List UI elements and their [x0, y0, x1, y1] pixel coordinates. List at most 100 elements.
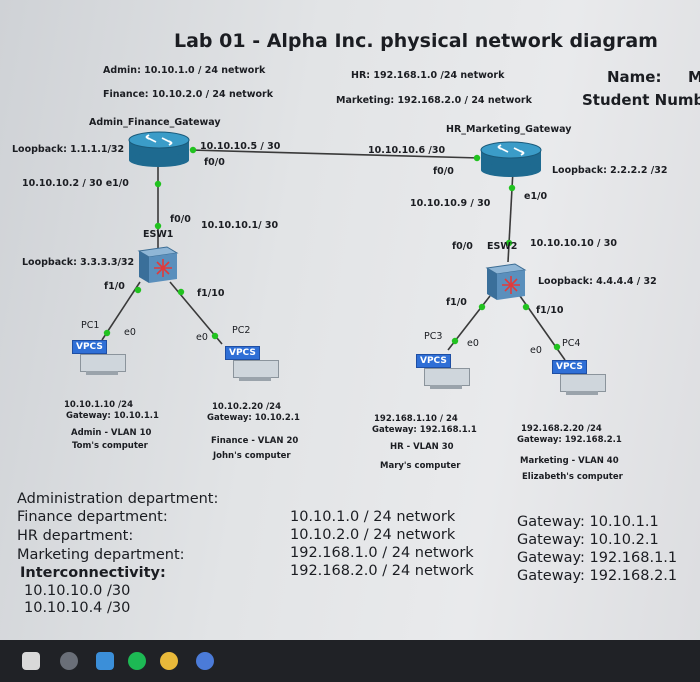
router1-e10: 10.10.10.2 / 30 e1/0 — [22, 178, 129, 189]
esw2-loopback: Loopback: 4.4.4.4 / 32 — [538, 276, 657, 287]
dot-r2-e10 — [508, 184, 516, 192]
dot-esw2-f110 — [522, 303, 530, 311]
router-icon-hr-marketing[interactable] — [480, 140, 542, 178]
esw1-name: ESW1 — [143, 229, 174, 240]
pc2-port: e0 — [196, 332, 208, 343]
dot-esw2-f10 — [478, 303, 486, 311]
pc2-name: PC2 — [232, 325, 251, 336]
pc2-ip: 10.10.2.20 /24 — [212, 402, 281, 412]
pc2-node[interactable]: VPCS — [225, 342, 285, 382]
pc4-port: e0 — [530, 345, 542, 356]
taskbar — [0, 640, 700, 682]
student-number-label: Student Numb — [582, 91, 700, 109]
pc4-name: PC4 — [562, 338, 581, 349]
router1-name: Admin_Finance_Gateway — [89, 117, 221, 128]
esw1-f10: f1/0 — [104, 281, 125, 292]
monitor-icon — [80, 354, 126, 372]
router1-f00: f0/0 — [204, 157, 225, 168]
dot-pc2-e0 — [211, 332, 219, 340]
router1-f00-ip: 10.10.10.5 / 30 — [200, 141, 281, 152]
summary-dept-admin: Administration department: — [17, 491, 219, 507]
pc2-gateway: Gateway: 10.10.2.1 — [207, 413, 300, 423]
router2-name: HR_Marketing_Gateway — [446, 124, 572, 135]
router2-f00-ip: 10.10.10.6 /30 — [368, 145, 446, 156]
pc3-owner: Mary's computer — [380, 461, 461, 471]
router1-loopback: Loopback: 1.1.1.1/32 — [12, 144, 125, 155]
pc4-ip: 192.168.2.20 /24 — [521, 424, 602, 434]
router2-e10-ip: 10.10.10.9 / 30 — [410, 198, 491, 209]
pc1-type-badge: VPCS — [72, 340, 107, 354]
esw1-loopback: Loopback: 3.3.3.3/32 — [22, 257, 135, 268]
esw1-f00-ip: 10.10.10.1/ 30 — [201, 220, 279, 231]
pc1-ip: 10.10.1.10 /24 — [64, 400, 133, 410]
pc2-owner: John's computer — [213, 451, 291, 461]
pc3-name: PC3 — [424, 331, 443, 342]
summary-interconnect-1: 10.10.10.0 /30 — [24, 583, 131, 599]
pc4-owner: Elizabeth's computer — [522, 472, 623, 482]
pc3-gateway: Gateway: 192.168.1.1 — [372, 425, 477, 435]
esw2-f110: f1/10 — [536, 305, 564, 316]
router2-loopback: Loopback: 2.2.2.2 /32 — [552, 165, 668, 176]
switch-icon-esw1[interactable] — [135, 245, 181, 285]
hr-network-label: HR: 192.168.1.0 /24 network — [351, 70, 505, 81]
summary-net-marketing: 192.168.2.0 / 24 network — [290, 563, 474, 579]
dot-pc1-e0 — [103, 329, 111, 337]
spotify-icon[interactable] — [128, 652, 146, 670]
pc4-type-badge: VPCS — [552, 360, 587, 374]
pc1-vlan: Admin - VLAN 10 — [71, 428, 152, 438]
summary-dept-finance: Finance department: — [17, 509, 168, 525]
pc4-node[interactable]: VPCS — [552, 356, 612, 396]
topology-links — [101, 146, 566, 361]
esw2-f00: f0/0 — [452, 241, 473, 252]
chrome-icon[interactable] — [160, 652, 178, 670]
pc2-vlan: Finance - VLAN 20 — [211, 436, 299, 446]
summary-gw-finance: Gateway: 10.10.2.1 — [517, 532, 659, 548]
admin-network-label: Admin: 10.10.1.0 / 24 network — [103, 65, 266, 76]
finance-network-label: Finance: 10.10.2.0 / 24 network — [103, 89, 274, 100]
summary-net-hr: 192.168.1.0 / 24 network — [290, 545, 474, 561]
router2-f00: f0/0 — [433, 166, 454, 177]
summary-dept-marketing: Marketing department: — [17, 547, 185, 563]
link-r1-r2 — [189, 149, 481, 159]
dot-r1-f00 — [189, 146, 197, 154]
esw1-f00: f0/0 — [170, 214, 191, 225]
pc3-type-badge: VPCS — [416, 354, 451, 368]
summary-gw-marketing: Gateway: 192.168.2.1 — [517, 568, 678, 584]
pc3-ip: 192.168.1.10 / 24 — [374, 414, 458, 424]
router-icon-admin-finance[interactable] — [128, 130, 190, 168]
app-icon[interactable] — [60, 652, 78, 670]
pc1-port: e0 — [124, 327, 136, 338]
monitor-icon — [560, 374, 606, 392]
dot-esw2-f00 — [505, 239, 513, 247]
summary-gw-hr: Gateway: 192.168.1.1 — [517, 550, 678, 566]
esw2-f00-ip: 10.10.10.10 / 30 — [530, 238, 618, 249]
esw1-f110: f1/10 — [197, 288, 225, 299]
switch-icon-esw2[interactable] — [483, 262, 529, 302]
dot-r2-f00 — [473, 154, 481, 162]
name-cut-label: M — [688, 68, 700, 86]
dot-pc4-e0 — [553, 343, 561, 351]
dot-pc3-e0 — [451, 337, 459, 345]
name-label: Name: — [607, 68, 662, 86]
pc1-owner: Tom's computer — [72, 441, 148, 451]
dot-r1-e10 — [154, 180, 162, 188]
calendar-icon[interactable] — [22, 652, 40, 670]
router2-e10: e1/0 — [524, 191, 548, 202]
summary-gw-admin: Gateway: 10.10.1.1 — [517, 514, 659, 530]
pc1-node[interactable]: VPCS — [72, 336, 132, 376]
pc4-gateway: Gateway: 192.168.2.1 — [517, 435, 622, 445]
esw2-f10: f1/0 — [446, 297, 467, 308]
page-title: Lab 01 - Alpha Inc. physical network dia… — [174, 30, 658, 52]
monitor-icon — [424, 368, 470, 386]
summary-interconnect-2: 10.10.10.4 /30 — [24, 600, 131, 616]
summary-interconnect-label: Interconnectivity: — [20, 565, 166, 581]
pc3-node[interactable]: VPCS — [416, 350, 476, 390]
photos-icon[interactable] — [96, 652, 114, 670]
settings-icon[interactable] — [196, 652, 214, 670]
pc3-vlan: HR - VLAN 30 — [390, 442, 454, 452]
pc3-port: e0 — [467, 338, 479, 349]
esw2-name: ESW2 — [487, 241, 518, 252]
pc4-vlan: Marketing - VLAN 40 — [520, 456, 619, 466]
summary-net-finance: 10.10.2.0 / 24 network — [290, 527, 456, 543]
pc2-type-badge: VPCS — [225, 346, 260, 360]
